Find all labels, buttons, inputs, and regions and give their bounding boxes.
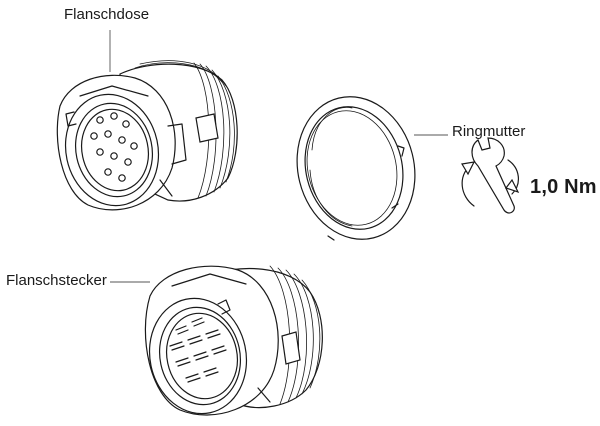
ringmutter-drawing: [296, 96, 416, 241]
flanschdose-drawing: [56, 60, 238, 211]
flanschstecker-label: Flanschstecker: [6, 272, 107, 289]
flanschdose-label: Flanschdose: [64, 6, 150, 23]
ringmutter-label: Ringmutter: [452, 123, 526, 140]
torque-value: 1,0 Nm: [530, 176, 597, 198]
flanschstecker-drawing: [144, 265, 323, 416]
wrench-with-rotation-arrows-icon: [461, 137, 520, 214]
